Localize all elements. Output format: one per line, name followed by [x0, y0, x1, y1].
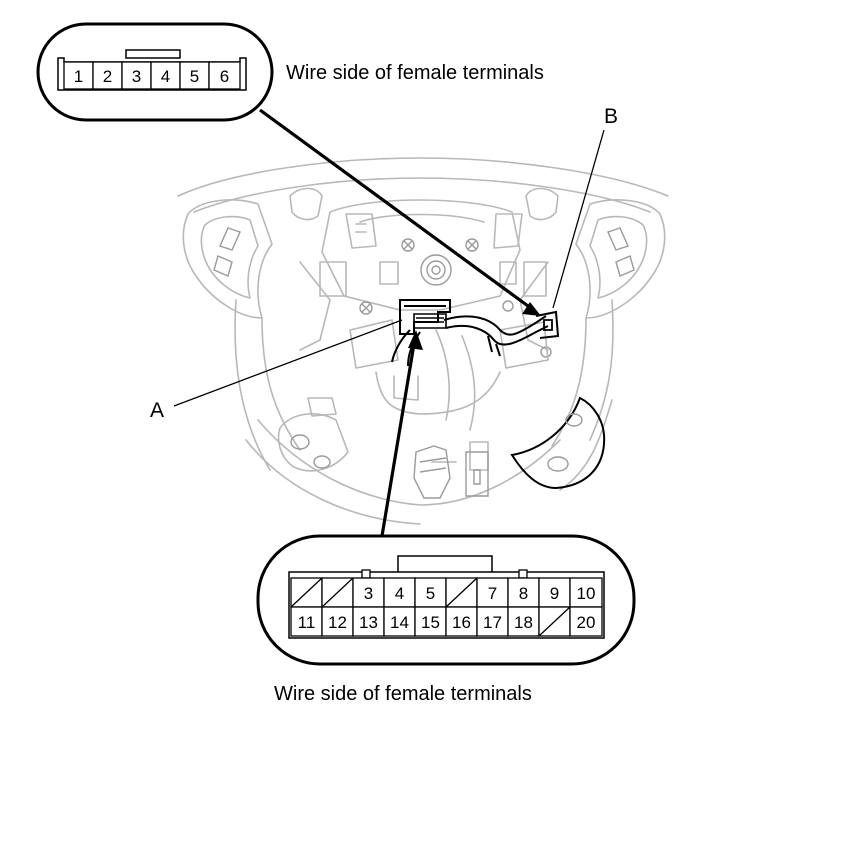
connector-a-caption: Wire side of female terminals — [274, 683, 532, 705]
connector-b-cell: 5 — [179, 61, 210, 90]
terminal-number: 2 — [103, 67, 112, 86]
terminal-number: 3 — [364, 584, 373, 603]
connector-a-cell: 20 — [569, 606, 603, 637]
connector-b-cell: 6 — [208, 61, 241, 90]
terminal-number: 9 — [550, 584, 559, 603]
terminal-number: 4 — [395, 584, 404, 603]
connector-b-cell: 2 — [92, 61, 123, 90]
terminal-number: 6 — [220, 67, 229, 86]
wire-harness — [391, 299, 560, 367]
connector-a-cell-empty — [321, 577, 354, 608]
connector-b-latch — [125, 49, 181, 59]
connector-a-row-1: 3 4 5 7 8 — [290, 577, 603, 608]
connector-a-cell: 4 — [383, 577, 416, 608]
terminal-number: 4 — [161, 67, 170, 86]
terminal-number: 8 — [519, 584, 528, 603]
callout-b: B — [552, 105, 618, 309]
connector-a-cell: 10 — [569, 577, 603, 608]
terminal-number: 3 — [132, 67, 141, 86]
connector-a-cell: 15 — [414, 606, 447, 637]
connector-a-lock-tab — [361, 569, 371, 579]
leader-arrow-b — [259, 108, 541, 316]
steering-wheel-illustration — [177, 157, 669, 525]
terminal-number: 7 — [488, 584, 497, 603]
terminal-number: 13 — [359, 613, 378, 632]
connector-a-row-2: 11 12 13 14 15 16 — [290, 606, 603, 637]
connector-a-cell: 14 — [383, 606, 416, 637]
terminal-number: 18 — [514, 613, 533, 632]
connector-b-cell: 1 — [63, 61, 94, 90]
terminal-number: 15 — [421, 613, 440, 632]
callout-label-b: B — [604, 105, 618, 128]
connector-a-cell: 16 — [445, 606, 478, 637]
terminal-number: 14 — [390, 613, 409, 632]
connector-a-cell: 17 — [476, 606, 509, 637]
callout-a: A — [150, 319, 403, 422]
connector-a-cell: 3 — [352, 577, 385, 608]
terminal-number: 5 — [190, 67, 199, 86]
terminal-number: 11 — [298, 613, 316, 632]
connector-a-cell: 5 — [414, 577, 447, 608]
connector-a-cell-empty — [445, 577, 478, 608]
connector-b-cells: 1 2 3 4 5 6 — [63, 61, 241, 90]
terminal-number: 17 — [483, 613, 502, 632]
connector-a-cell: 7 — [476, 577, 509, 608]
connector-a-cell: 8 — [507, 577, 540, 608]
connector-a-cell: 11 — [290, 606, 323, 637]
connector-a-cell: 18 — [507, 606, 540, 637]
connector-a-cell: 9 — [538, 577, 571, 608]
terminal-number: 5 — [426, 584, 435, 603]
connector-a-lock-tab — [518, 569, 528, 579]
terminal-number: 16 — [452, 613, 471, 632]
connector-b-diagram: 1 2 3 4 5 6 Wire side of fema — [36, 22, 544, 122]
connector-a-cell-empty — [538, 606, 571, 637]
lower-right-switch — [510, 396, 606, 490]
leader-arrow-a — [380, 330, 423, 537]
terminal-number: 20 — [577, 613, 596, 632]
connector-a-cell-empty — [290, 577, 323, 608]
callout-label-a: A — [150, 399, 164, 422]
connector-b-caption: Wire side of female terminals — [286, 62, 544, 84]
terminal-number: 1 — [74, 67, 83, 86]
connector-a-cell: 13 — [352, 606, 385, 637]
connector-b-cell: 3 — [121, 61, 152, 90]
terminal-number: 12 — [328, 613, 347, 632]
connector-a-cell: 12 — [321, 606, 354, 637]
connector-b-cell: 4 — [150, 61, 181, 90]
terminal-number: 10 — [577, 584, 596, 603]
connector-a-diagram: 3 4 5 7 8 — [256, 534, 636, 705]
